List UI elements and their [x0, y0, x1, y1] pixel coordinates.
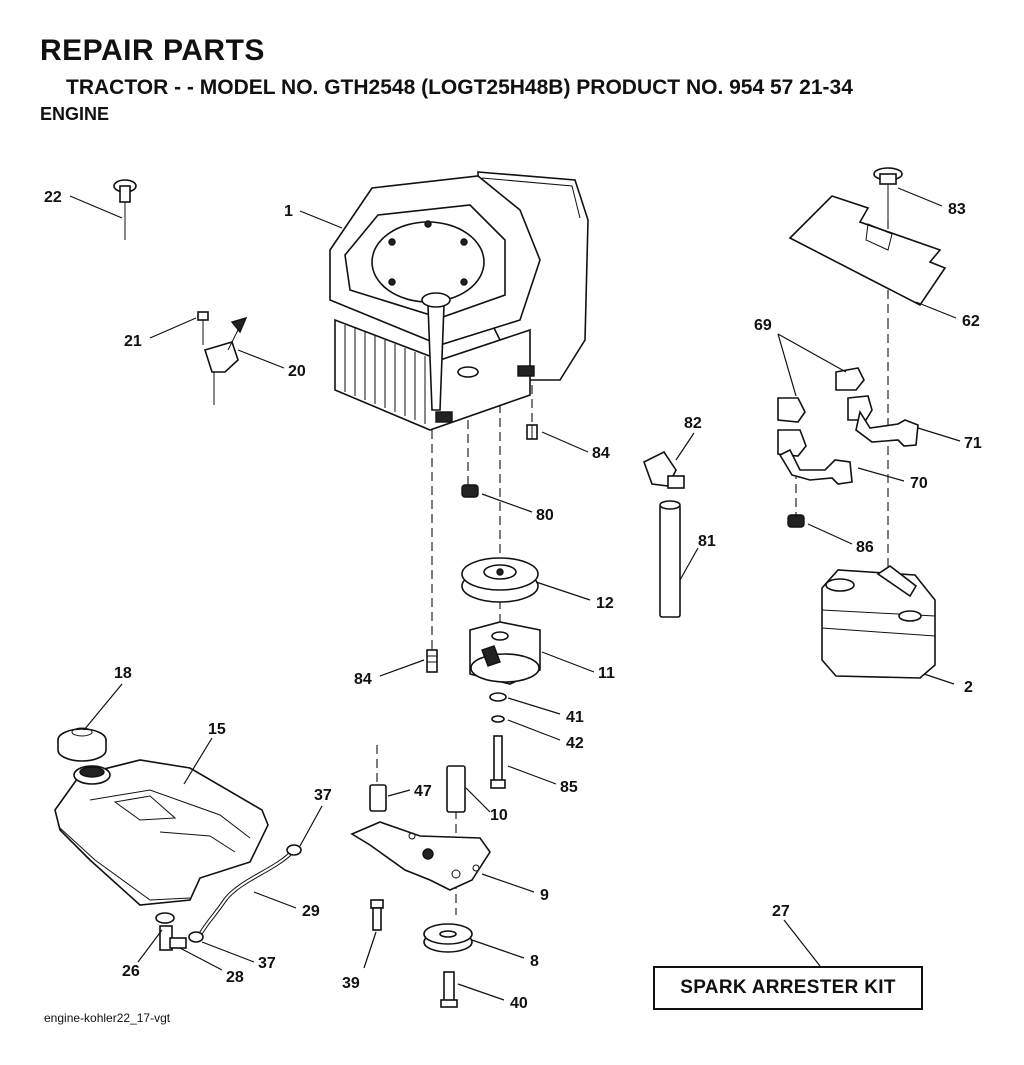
callout-42: 42 — [566, 735, 584, 752]
part-37-clamp-lower — [188, 931, 204, 943]
callout-86: 86 — [856, 539, 874, 556]
callout-10: 10 — [490, 807, 508, 824]
callout-28: 29 — [302, 903, 320, 920]
callout-22: 22 — [44, 189, 62, 206]
callout-18: 18 — [114, 665, 132, 682]
part-83-screw — [873, 167, 903, 220]
part-10-spacer — [446, 765, 466, 813]
part-11-clutch — [469, 621, 541, 685]
callout-9: 9 — [540, 887, 549, 904]
part-86-nut — [787, 514, 805, 528]
part-12-pulley — [461, 557, 539, 603]
callout-47: 47 — [414, 783, 432, 800]
part-39-bolt — [370, 899, 384, 931]
drawing-id: engine-kohler22_17-vgt — [44, 1011, 171, 1025]
callout-81: 81 — [698, 533, 716, 550]
spark-arrester-kit-label: SPARK ARRESTER KIT — [653, 966, 923, 1010]
exhaust-pipes — [777, 367, 919, 485]
leader-lines — [69, 187, 961, 1001]
callout-82: 82 — [684, 415, 702, 432]
part-41-washer — [489, 692, 507, 702]
engine-block — [329, 171, 589, 431]
callout-71: 71 — [964, 435, 982, 452]
part-47-spacer — [369, 784, 387, 812]
callout-12: 12 — [596, 595, 614, 612]
callout-8: 8 — [530, 953, 539, 970]
part-26-grommet — [155, 912, 175, 924]
part-37-clamp-upper — [286, 844, 302, 856]
callout-1: 1 — [284, 203, 293, 220]
callout-20: 20 — [288, 363, 306, 380]
part-84-bolt-upper — [526, 424, 538, 440]
part-62-shield — [788, 195, 947, 307]
callout-84-lower: 84 — [354, 671, 372, 688]
callout-39: 39 — [342, 975, 360, 992]
part-8-idler — [423, 923, 473, 953]
callout-15: 15 — [208, 721, 226, 738]
callout-83: 83 — [948, 201, 966, 218]
callout-84-upper: 84 — [592, 445, 610, 462]
part-42-washer — [491, 715, 505, 723]
callout-40: 40 — [510, 995, 528, 1012]
part-15-fuel-tank — [54, 759, 269, 906]
part-18-fuel-cap — [57, 727, 107, 762]
callout-21: 21 — [124, 333, 142, 350]
part-82-elbow — [643, 450, 685, 489]
callout-numbers: 22 1 21 20 83 62 69 71 70 84 82 81 86 80… — [44, 189, 982, 1012]
page-title: REPAIR PARTS — [40, 34, 265, 67]
callout-70: 70 — [910, 475, 928, 492]
callout-62: 62 — [962, 313, 980, 330]
part-27-elbow — [159, 925, 187, 951]
part-81-tube — [659, 500, 681, 618]
callout-85: 85 — [560, 779, 578, 796]
part-9-plate — [350, 821, 491, 891]
part-80-nut — [461, 484, 479, 498]
part-2-muffler — [821, 565, 936, 679]
part-85-bolt — [490, 735, 506, 789]
callout-37-upper: 37 — [314, 787, 332, 804]
callout-80: 80 — [536, 507, 554, 524]
section-label: ENGINE — [40, 104, 110, 124]
callout-69: 69 — [754, 317, 772, 334]
part-28-fuel-line-inner — [199, 851, 293, 936]
callout-26: 26 — [122, 963, 140, 980]
callout-29: 27 — [772, 903, 790, 920]
part-84-bolt-lower — [426, 649, 438, 673]
callout-2: 2 — [964, 679, 973, 696]
part-20-bracket — [197, 311, 248, 405]
part-22-knob — [113, 179, 137, 240]
model-subtitle: TRACTOR - - MODEL NO. GTH2548 (LOGT25H48… — [66, 76, 853, 99]
callout-27: 28 — [226, 969, 244, 986]
callout-37-lower: 37 — [258, 955, 276, 972]
part-40-bolt — [440, 971, 458, 1008]
callout-11: 11 — [598, 665, 615, 682]
callout-41: 41 — [566, 709, 584, 726]
